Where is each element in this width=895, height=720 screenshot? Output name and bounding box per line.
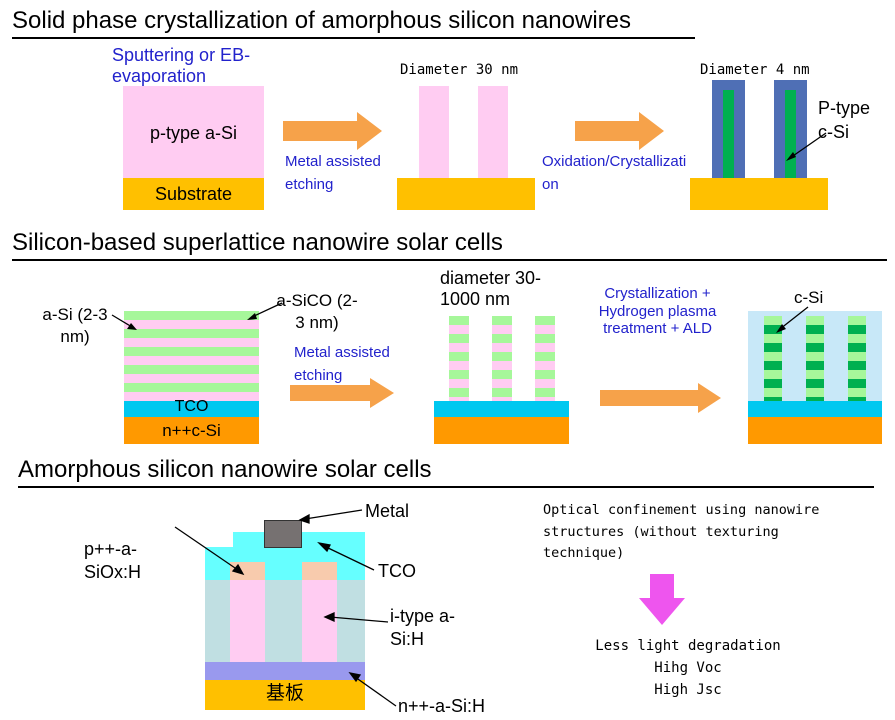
arrow-right-icon (600, 383, 721, 413)
diameter-range-label: diameter 30-1000 nm (440, 268, 542, 309)
substrate-label: Substrate (154, 184, 233, 204)
csi-core-2 (785, 90, 796, 178)
substrate-block-3 (690, 178, 828, 210)
asico-label: a-SiCO (2-3 nm) (276, 291, 358, 332)
p-type-asi-layer (123, 86, 264, 178)
substrate-block-2 (397, 178, 535, 210)
pointer-arrow-icon (111, 314, 137, 330)
csi-nanowire-3 (848, 316, 866, 401)
substrate-kanji-label: 基板 (265, 683, 304, 704)
arrow-right-icon (290, 378, 394, 408)
result-item: High Jsc (654, 682, 722, 698)
n-csi-substrate-3 (748, 417, 882, 444)
n-csi-label: n++c-Si (162, 421, 221, 440)
section3-underline (18, 486, 874, 488)
result-item: Hihg Voc (654, 660, 722, 676)
i-nanowire-2 (302, 580, 337, 662)
substrate-block (123, 178, 264, 210)
pointer-arrow-icon (247, 302, 283, 320)
tco-layer-3 (748, 401, 882, 417)
arrow-right-icon (283, 112, 382, 150)
sl-nanowire-2 (492, 316, 512, 401)
arrow-down-icon (639, 574, 685, 625)
i-type-label: i-type a-Si:H (390, 606, 456, 649)
csi-core-1 (723, 90, 734, 178)
nanowire-2 (478, 86, 508, 178)
csi-nanowire-2 (806, 316, 824, 401)
n-csi-substrate-2 (434, 417, 569, 444)
tco-label-2: TCO (378, 561, 416, 581)
superlattice-stack (124, 311, 259, 401)
arrow-right-icon (575, 112, 664, 150)
diameter-30-label: Diameter 30 nm (400, 62, 519, 78)
crystallization-steps-label: Crystallization + Hydrogen plasma treatm… (598, 285, 717, 337)
diameter-4-label: Diameter 4 nm (700, 62, 810, 78)
results-list: Less light degradation Hihg Voc High Jsc (570, 635, 806, 701)
pointer-arrow-icon (776, 306, 809, 333)
p-cap-2 (302, 562, 337, 580)
section2-underline (12, 259, 887, 261)
optical-confinement-note: Optical confinement using nanowire struc… (543, 502, 820, 561)
section2-title: Silicon-based superlattice nanowire sola… (12, 229, 503, 256)
tco-label: TCO (174, 398, 209, 415)
metal-contact (264, 520, 302, 548)
p-layer-label: p++-a-SiOx:H (84, 539, 142, 582)
csi-nanowire-1 (764, 316, 782, 401)
p-type-asi-label: p-type a-Si (149, 123, 238, 143)
sputtering-label: Sputtering or EB-evaporation (112, 45, 251, 86)
n-layer-label: n++-a-Si:H (398, 696, 486, 716)
section1-title: Solid phase crystallization of amorphous… (12, 7, 631, 34)
sl-nanowire-3 (535, 316, 555, 401)
n-layer (205, 662, 365, 680)
sl-nanowire-1 (449, 316, 469, 401)
metal-label: Metal (365, 501, 410, 521)
csi-label: c-Si (794, 288, 824, 307)
nanowire-1 (419, 86, 449, 178)
metal-assisted-etching-label-2: Metal assisted etching (294, 344, 390, 384)
p-type-csi-label: P-type c-Si (818, 98, 871, 142)
result-item: Less light degradation (595, 638, 781, 654)
tco-layer-2 (434, 401, 569, 417)
substrate-block-4 (205, 680, 365, 710)
i-nanowire-1 (230, 580, 265, 662)
asi-label: a-Si (2-3 nm) (42, 305, 108, 346)
section3-title: Amorphous silicon nanowire solar cells (18, 456, 432, 483)
metal-assisted-etching-label-1: Metal assisted etching (285, 153, 381, 193)
tco-layer (124, 401, 259, 417)
section1-underline (12, 37, 695, 39)
n-csi-substrate (124, 417, 259, 444)
pointer-arrow-icon (786, 132, 827, 161)
oxidation-crystallization-label: Oxidation/Crystallization (542, 153, 687, 193)
